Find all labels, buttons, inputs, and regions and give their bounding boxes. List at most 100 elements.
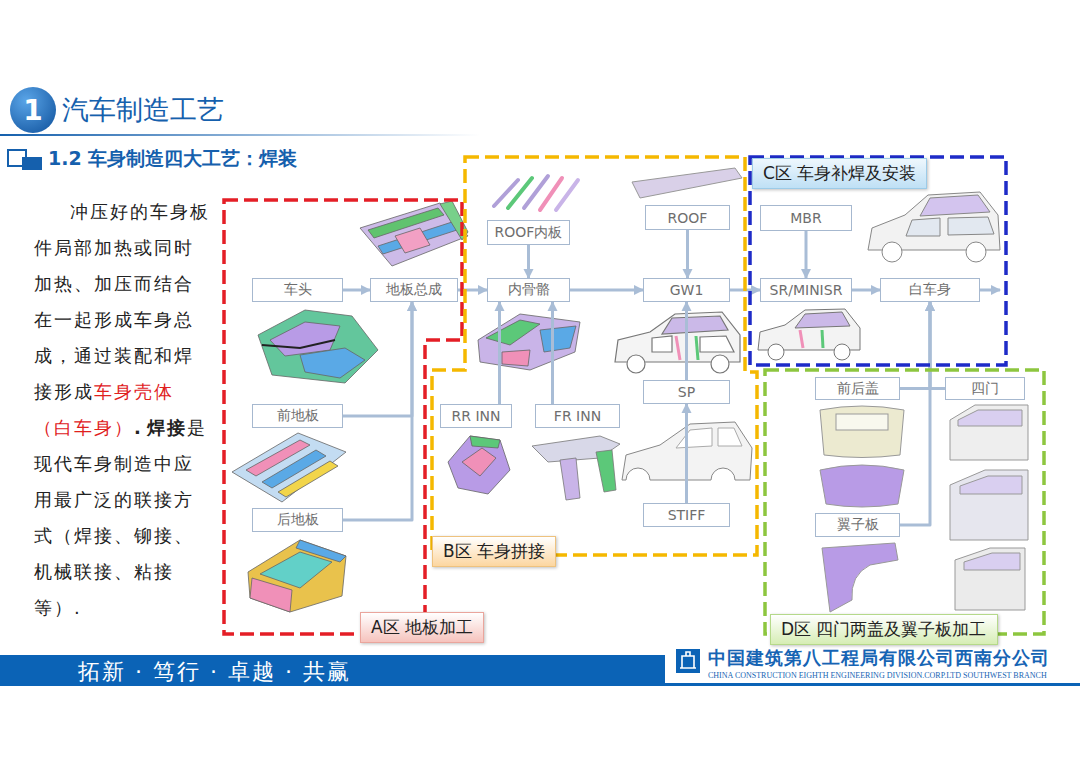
connector-arrow bbox=[686, 230, 689, 278]
connector-arrow bbox=[527, 245, 530, 278]
front-end-picture bbox=[258, 310, 378, 383]
body-text: 冲压好的车身板件局部加热或同时加热、加压而结合在一起形成车身总成，通过装配和焊接… bbox=[34, 194, 210, 626]
connector-arrow bbox=[852, 289, 880, 292]
process-label: 前地板 bbox=[277, 407, 319, 425]
connector-arrow bbox=[805, 231, 808, 278]
connector-arrow bbox=[498, 302, 501, 404]
process-box: 车头 bbox=[252, 278, 343, 302]
process-box: SR/MINISR bbox=[760, 278, 852, 302]
process-box: 四门 bbox=[945, 377, 1025, 400]
region-frame: A区 地板加工车头地板总成前地板后地板 bbox=[222, 198, 464, 636]
subtitle-icon bbox=[8, 150, 42, 170]
process-label: 前后盖 bbox=[837, 380, 879, 398]
process-box: ROOF内板 bbox=[487, 220, 570, 245]
process-box: 内骨骼 bbox=[487, 278, 570, 302]
rear-floor-picture bbox=[248, 540, 346, 612]
region-outline bbox=[763, 368, 1046, 636]
process-box: GW1 bbox=[643, 278, 730, 302]
slide-title: 汽车制造工艺 bbox=[62, 92, 224, 128]
process-box: 后地板 bbox=[252, 508, 343, 532]
process-box: RR INN bbox=[440, 404, 512, 428]
title-underline bbox=[0, 134, 480, 136]
connector-arrow bbox=[685, 302, 688, 380]
connector-arrow bbox=[343, 302, 412, 416]
process-box: STIFF bbox=[643, 503, 730, 527]
rr-inn-picture bbox=[448, 436, 510, 494]
process-label: GW1 bbox=[670, 282, 704, 298]
process-label: ROOF内板 bbox=[495, 224, 563, 242]
slogan: 拓新 · 笃行 · 卓越 · 共赢 bbox=[78, 657, 351, 687]
process-label: 白车身 bbox=[909, 281, 951, 299]
process-label: STIFF bbox=[668, 507, 706, 523]
company-name: 中国建筑第八工程局有限公司西南分公司 bbox=[708, 646, 1050, 670]
region-frame: C区 车身补焊及安装 MBR SR/MINISR 白车身 bbox=[748, 155, 1008, 367]
process-label: 翼子板 bbox=[837, 516, 879, 534]
region-title: D区 四门两盖及翼子板加工 bbox=[781, 619, 987, 639]
region-frame: B区 车身拼接 ROOF内板 ROOF 内骨骼 GW1 RR INN FR INN SP STI… bbox=[430, 155, 760, 558]
body-in-white-picture bbox=[868, 192, 1000, 262]
process-label: MBR bbox=[790, 210, 821, 226]
gw1-body-picture bbox=[615, 312, 740, 373]
footer-line bbox=[665, 683, 1080, 686]
footer-band bbox=[0, 655, 665, 686]
process-label: RR INN bbox=[452, 408, 501, 424]
process-label: FR INN bbox=[554, 408, 601, 424]
region-frame: D区 四门两盖及翼子板加工 前后盖 四门翼子板 bbox=[763, 368, 1046, 636]
inner-frame-picture bbox=[478, 314, 580, 370]
region-label: A区 地板加工 bbox=[360, 612, 484, 643]
process-box: 前地板 bbox=[252, 404, 343, 428]
section-number: 1 bbox=[23, 94, 42, 127]
region-title: A区 地板加工 bbox=[371, 617, 473, 637]
connector-arrow bbox=[930, 302, 945, 389]
bold-text: 焊接 bbox=[147, 417, 187, 438]
process-box: 前后盖 bbox=[815, 377, 900, 400]
connector-arrow bbox=[685, 404, 688, 503]
process-label: 内骨骼 bbox=[508, 281, 550, 299]
dashed-border bbox=[432, 157, 757, 555]
section-subtitle: 1.2 车身制造四大工艺：焊装 bbox=[48, 146, 297, 172]
process-box: SP bbox=[643, 380, 730, 404]
connector-arrow bbox=[900, 302, 930, 525]
connector-arrow bbox=[570, 289, 643, 292]
floor-assembly-picture bbox=[360, 201, 468, 266]
roof-picture bbox=[632, 168, 742, 198]
process-label: 四门 bbox=[971, 380, 999, 398]
process-label: 后地板 bbox=[277, 511, 319, 529]
process-box: MBR bbox=[760, 205, 852, 231]
dashed-border bbox=[765, 370, 1044, 634]
process-box: 地板总成 bbox=[370, 278, 458, 302]
roof-inner-picture bbox=[494, 176, 578, 210]
respot-body-picture bbox=[758, 309, 860, 360]
region-label: C区 车身补焊及安装 bbox=[752, 158, 927, 189]
company-logo bbox=[676, 649, 700, 673]
company-name-english: CHINA CONSTRUCTION EIGHTH ENGINEERING DI… bbox=[708, 671, 1047, 680]
body-text-part: . bbox=[134, 417, 143, 438]
dashed-border bbox=[224, 200, 462, 634]
process-label: 地板总成 bbox=[386, 281, 442, 299]
closures-picture bbox=[820, 405, 1028, 612]
fr-inn-picture bbox=[532, 436, 620, 500]
process-box: ROOF bbox=[645, 205, 730, 230]
process-label: ROOF bbox=[668, 210, 708, 226]
process-box: 白车身 bbox=[880, 278, 980, 302]
region-title: B区 车身拼接 bbox=[443, 541, 545, 561]
process-label: SP bbox=[678, 384, 695, 400]
region-label: B区 车身拼接 bbox=[432, 536, 556, 567]
process-label: SR/MINISR bbox=[770, 282, 843, 298]
process-box: FR INN bbox=[535, 404, 620, 428]
output-arrow bbox=[980, 289, 1000, 292]
body-text-part: 冲压好的车身板件局部加热或同时加热、加压而结合在一起形成车身总成，通过装配和焊接… bbox=[34, 201, 210, 402]
body-text-part: 是现代车身制造中应用最广泛的联接方式（焊接、铆接、机械联接、粘接等）. bbox=[34, 417, 207, 618]
connector-arrow bbox=[343, 302, 412, 520]
region-title: C区 车身补焊及安装 bbox=[763, 163, 916, 183]
connector-arrow bbox=[900, 302, 930, 389]
region-label: D区 四门两盖及翼子板加工 bbox=[770, 614, 998, 645]
process-box: 翼子板 bbox=[815, 513, 900, 537]
connector-arrow bbox=[343, 289, 370, 292]
front-floor-picture bbox=[232, 433, 346, 502]
dashed-border bbox=[750, 157, 1006, 365]
section-number-circle: 1 bbox=[10, 87, 56, 133]
connector-arrow bbox=[551, 302, 554, 404]
process-label: 车头 bbox=[284, 281, 312, 299]
